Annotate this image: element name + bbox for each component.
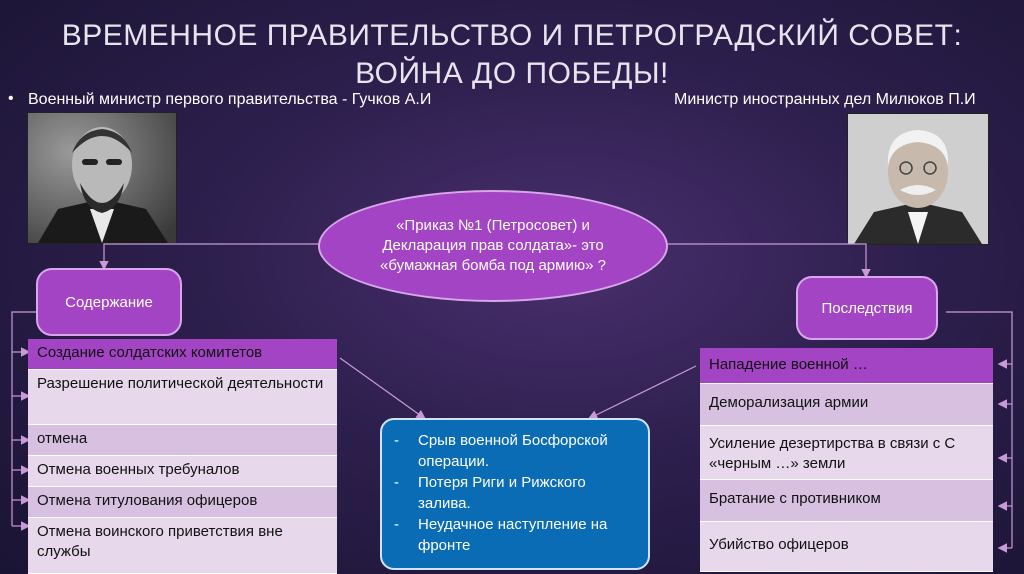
left-caption: Военный министр первого правительства - … [28,91,432,108]
content-list: Создание солдатских комитетов Разрешение… [28,339,337,574]
list-item: Отмена титулования офицеров [28,487,337,518]
list-item: Отмена воинского приветствия вне службы [28,518,337,574]
list-item: Усиление дезертирства в связи с С «черны… [700,426,993,480]
list-item: Убийство офицеров [700,522,993,572]
header-content: Содержание [36,268,182,336]
portrait-guchkov [27,112,177,244]
header-consequences: Последствия [796,276,938,340]
consequences-list: Нападение военной … Деморализация армии … [700,348,993,572]
question-oval: «Приказ №1 (Петросовет) и Декларация пра… [318,190,668,302]
right-caption: Министр иностранных дел Милюков П.И [674,91,976,108]
portrait-milyukov [847,113,989,245]
list-item: Деморализация армии [700,384,993,426]
result-item: - Неудачное наступление на фронте [394,516,608,554]
list-item: Отмена военных требуналов [28,456,337,487]
list-item: Нападение военной … [700,348,993,384]
title-line-1: ВРЕМЕННОЕ ПРАВИТЕЛЬСТВО И ПЕТРОГРАДСКИЙ … [61,19,963,52]
results-box: - Срыв военной Босфорской операции. - По… [380,418,650,570]
title-line-2: ВОЙНА ДО ПОБЕДЫ! [355,57,669,90]
result-item: - Срыв военной Босфорской операции. [394,432,608,470]
bullet: • [8,90,14,107]
result-item: - Потеря Риги и Рижского залива. [394,474,586,512]
list-item: отмена [28,425,337,456]
list-item: Создание солдатских комитетов [28,339,337,370]
list-item: Братание с противником [700,480,993,522]
list-item: Разрешение политической деятельности [28,370,337,425]
